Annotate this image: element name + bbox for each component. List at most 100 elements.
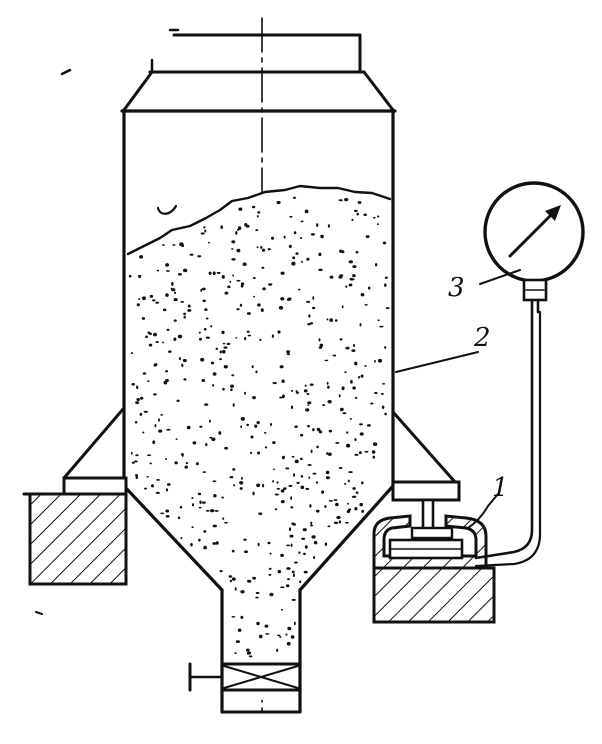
material-dot — [195, 462, 199, 466]
material-dot — [153, 393, 157, 396]
material-dot — [346, 431, 349, 434]
material-dot — [318, 430, 323, 434]
material-dot — [177, 516, 181, 520]
material-dot — [348, 471, 353, 474]
material-dot — [319, 343, 324, 347]
material-dot — [359, 432, 364, 436]
material-dot — [385, 307, 390, 310]
material-dot — [325, 476, 330, 480]
material-dot — [342, 412, 347, 415]
material-dot — [344, 521, 349, 524]
material-dot — [219, 350, 222, 354]
material-dot — [155, 301, 159, 304]
material-dot — [292, 573, 295, 577]
material-dot — [315, 481, 319, 484]
material-dot — [339, 338, 343, 341]
material-dot — [252, 277, 256, 279]
material-dot — [298, 288, 301, 291]
material-dot — [260, 308, 264, 312]
material-dot — [222, 349, 226, 354]
material-dot — [354, 453, 359, 456]
material-dot — [256, 215, 259, 218]
material-dot — [300, 475, 304, 478]
material-dot — [303, 570, 308, 574]
material-dot — [360, 293, 365, 297]
material-dot — [183, 268, 188, 273]
material-dot — [205, 317, 209, 320]
material-dot — [376, 223, 380, 225]
material-dot — [228, 575, 233, 578]
material-dot — [329, 318, 334, 322]
material-dot — [231, 615, 236, 618]
material-dot — [292, 196, 297, 199]
material-dot — [326, 318, 329, 321]
material-dot — [348, 283, 353, 287]
material-dot — [351, 349, 356, 352]
material-dot — [269, 552, 272, 555]
material-dot — [200, 232, 205, 235]
material-dot — [309, 383, 314, 386]
label-hopper: 2 — [473, 323, 491, 353]
material-dot — [341, 305, 344, 309]
material-dot — [328, 500, 333, 502]
material-dot — [289, 534, 294, 538]
material-dot — [325, 470, 330, 475]
material-dot — [384, 346, 387, 349]
material-dot — [290, 635, 295, 639]
material-dot — [178, 356, 181, 361]
material-dot — [359, 423, 363, 426]
material-dot — [374, 263, 378, 267]
material-dot — [373, 216, 376, 219]
material-dot — [327, 400, 332, 404]
material-dot — [287, 626, 292, 631]
material-dot — [160, 512, 165, 515]
left-support-lug — [62, 406, 128, 496]
material-dot — [270, 236, 275, 240]
material-dot — [147, 380, 150, 383]
material-dot — [251, 365, 254, 369]
material-dot — [128, 274, 132, 278]
material-dot — [310, 524, 314, 527]
material-dot — [239, 480, 244, 485]
material-dot — [295, 391, 300, 394]
material-dot — [212, 480, 217, 483]
inlet-pipe — [148, 28, 366, 74]
material-dot — [289, 215, 293, 218]
material-dot — [165, 509, 170, 513]
material-dot — [286, 350, 291, 354]
material-dot — [164, 457, 168, 461]
material-dot — [346, 510, 351, 513]
material-dot — [381, 405, 385, 410]
material-dot — [208, 271, 212, 275]
material-dot — [285, 584, 290, 588]
material-dot — [293, 231, 297, 235]
material-dot — [231, 549, 235, 553]
material-dot — [290, 496, 293, 500]
material-dot — [304, 209, 309, 214]
material-dot — [345, 443, 351, 448]
material-dot — [371, 450, 376, 454]
material-dot — [162, 341, 165, 344]
material-dot — [352, 265, 357, 269]
material-dot — [162, 308, 167, 312]
material-dot — [130, 451, 133, 455]
material-dot — [354, 438, 357, 442]
material-dot — [154, 424, 157, 428]
material-dot — [280, 608, 283, 611]
material-dot — [231, 577, 236, 581]
material-dot — [294, 425, 298, 428]
material-dot — [347, 479, 350, 483]
material-dot — [255, 370, 258, 374]
material-dot — [227, 285, 231, 289]
material-dot — [198, 538, 201, 542]
material-dot — [272, 480, 275, 483]
material-dot — [338, 276, 343, 279]
material-dot — [326, 381, 329, 385]
material-dot — [349, 417, 352, 420]
material-dot — [198, 331, 201, 334]
material-dot — [300, 220, 304, 223]
material-dot — [265, 633, 270, 635]
material-dot — [204, 403, 209, 406]
material-dot — [202, 299, 206, 303]
material-dot — [286, 567, 291, 570]
